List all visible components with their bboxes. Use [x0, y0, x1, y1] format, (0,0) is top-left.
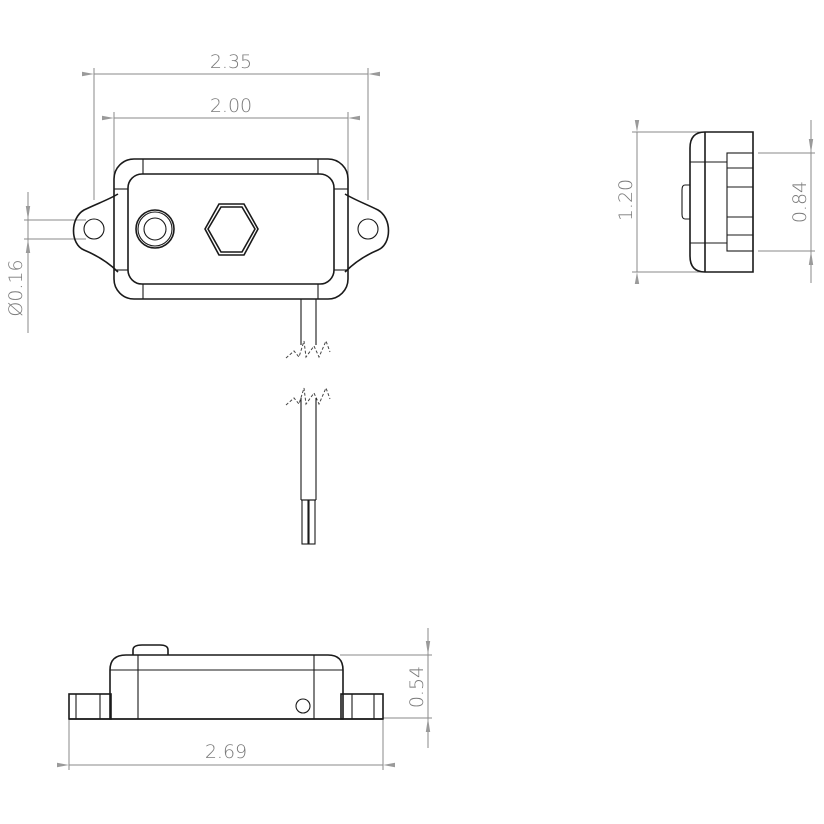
- dimension-label-0-54: 0.54: [406, 666, 428, 708]
- dimension-hole-spacing: 2.00: [102, 95, 360, 188]
- dimension-label-2-00: 2.00: [210, 95, 252, 117]
- top-button-bump: [132, 644, 169, 655]
- mounting-flange: [72, 193, 390, 273]
- mounting-hole-right: [357, 218, 379, 240]
- push-button: [135, 209, 175, 249]
- mounting-hole-left: [83, 218, 105, 240]
- side-button-bump: [681, 184, 690, 220]
- dimension-overall-length: 2.69: [57, 720, 395, 770]
- front-view: 0.54 2.69: [57, 628, 432, 770]
- dimension-label-0-84: 0.84: [789, 181, 811, 223]
- top-view: 2.35 2.00 Ø0.16: [5, 51, 390, 545]
- hex-lens: [204, 203, 259, 256]
- dimension-hole-diameter: Ø0.16: [5, 192, 86, 333]
- dimension-label-diameter: Ø0.16: [5, 259, 27, 316]
- dimension-depth: 1.20: [615, 120, 705, 284]
- dimension-body-depth: 0.84: [758, 120, 815, 283]
- housing-outer: [113, 158, 349, 300]
- dimension-label-2-35: 2.35: [210, 51, 252, 73]
- side-port: [295, 698, 311, 714]
- dimension-label-1-20: 1.20: [615, 179, 637, 221]
- housing-inner: [127, 173, 335, 285]
- dimension-overall-width: 2.35: [82, 51, 380, 200]
- corner-lines: [114, 159, 348, 299]
- dimension-label-2-69: 2.69: [205, 741, 247, 763]
- side-view: 1.20 0.84: [615, 120, 815, 284]
- cable: [285, 299, 331, 545]
- dimension-height: 0.54: [340, 628, 432, 748]
